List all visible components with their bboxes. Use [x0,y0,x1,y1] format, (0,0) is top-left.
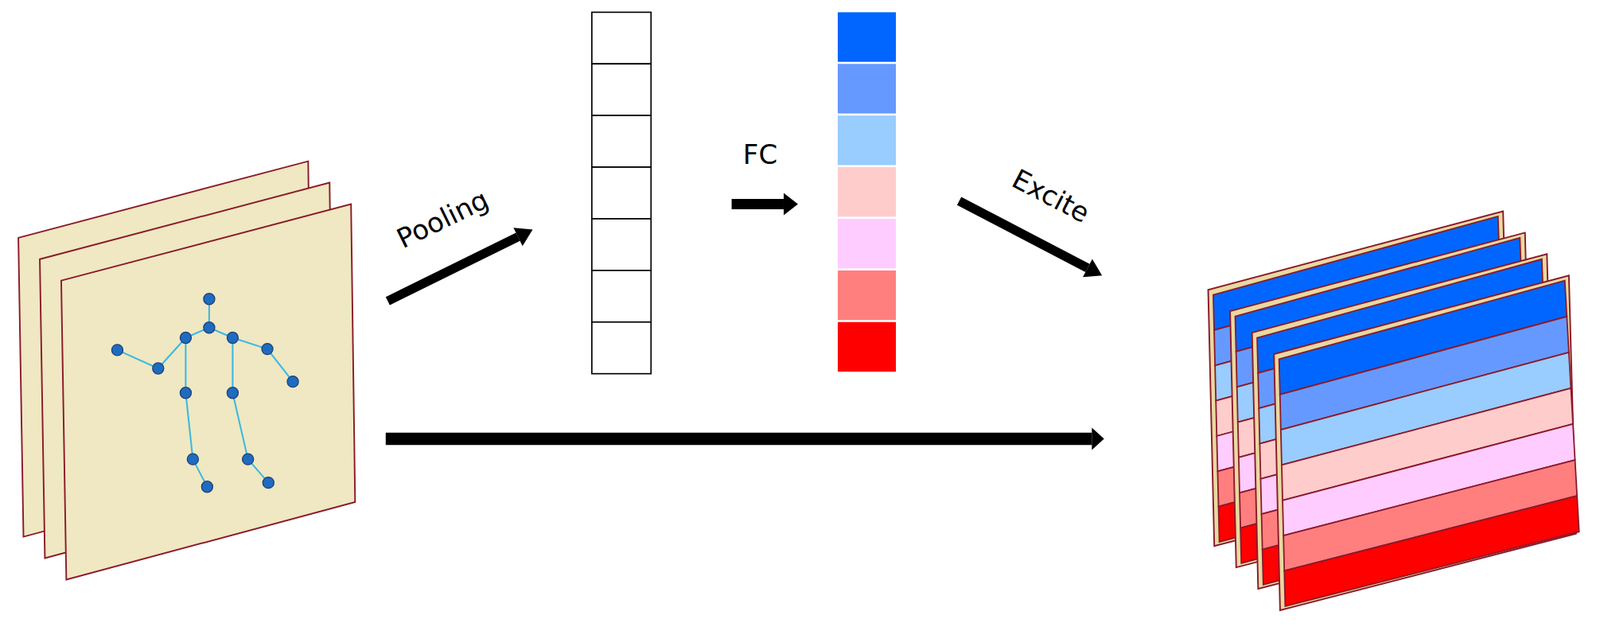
skeleton-joint [152,362,164,374]
skeleton-bone [116,350,158,369]
weight-cell [837,115,896,165]
skeleton-bone [231,338,234,394]
skeleton-joint [186,453,199,465]
skeleton-bone [158,338,187,369]
pooled-cell [591,167,651,219]
flow-arrow-shaft [385,432,1093,445]
flow-arrow-shaft [731,198,784,210]
flow-arrow-head [1091,427,1104,450]
skeleton-bone [267,349,293,382]
skeleton-joint [201,481,213,493]
weight-cell [837,218,896,269]
skeleton-joint [262,477,274,489]
skeleton-joint [111,344,123,356]
skeleton-bone [184,338,187,394]
flow-arrow-head [783,192,799,215]
flow-arrow-head [1082,258,1102,277]
channel-band [1284,495,1579,607]
flow-arrow-head [513,227,533,246]
skeleton-joint [287,376,299,388]
weight-cell [837,322,896,372]
pooled-cell [591,11,651,64]
pooled-cell [591,115,651,168]
skeleton-joint [179,331,191,343]
skeleton-bone [185,393,193,460]
weight-cell [837,63,896,113]
pooled-cell [591,63,651,116]
pooled-cell [591,270,651,323]
feature-sheet [61,204,355,581]
skeleton-joint [226,387,238,399]
illustration-group [18,11,1580,611]
skeleton-bone [232,393,248,460]
skeleton-joint [242,453,254,465]
skeleton-joint [179,387,191,399]
pooled-cell [591,218,651,271]
skeleton-joint [226,331,238,343]
arrow-label: Pooling [389,182,497,256]
weight-cell [837,11,896,62]
skeleton-joint [203,322,215,334]
weight-cell [837,167,896,217]
pooled-cell [591,322,651,374]
weight-cell [837,270,896,320]
arrow-label: FC [739,140,781,170]
skeleton-joint [261,343,273,355]
arrow-label: Excite [1004,162,1098,230]
skeleton-joint [203,293,215,305]
